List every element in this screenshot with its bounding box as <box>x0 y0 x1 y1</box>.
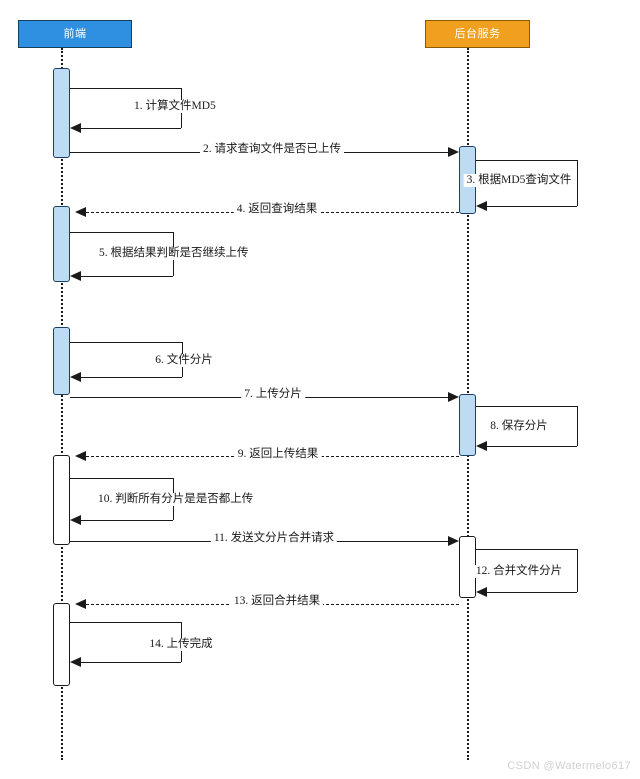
message-3-line-side <box>577 160 578 206</box>
message-12-label: 12. 合并文件分片 <box>472 565 566 579</box>
message-3-line-top <box>476 160 577 161</box>
message-14-line-top <box>70 622 181 623</box>
message-5-line-bottom <box>81 276 173 277</box>
message-7-arrowhead <box>448 392 459 402</box>
participant-frontend-label: 前端 <box>63 27 87 40</box>
message-1-label: 1. 计算文件MD5 <box>131 100 219 114</box>
message-10-label: 10. 判断所有分片是是否都上传 <box>95 493 257 507</box>
activation-bar <box>53 455 70 545</box>
message-8-line-side <box>577 406 578 446</box>
message-9-arrowhead <box>75 451 86 461</box>
activation-bar <box>53 206 70 282</box>
message-11-arrowhead <box>448 536 459 546</box>
activation-bar <box>53 327 70 395</box>
message-10-line-bottom <box>81 520 173 521</box>
participant-backend-label: 后台服务 <box>454 27 501 40</box>
watermark: CSDN @Watermelo617 <box>507 760 631 772</box>
message-9-label: 9. 返回上传结果 <box>234 448 322 462</box>
activation-bar <box>53 603 70 686</box>
message-6-line-bottom <box>81 377 182 378</box>
message-8-line-top <box>476 406 577 407</box>
message-6-line-top <box>70 342 182 343</box>
message-3-label: 3. 根据MD5查询文件 <box>463 174 575 188</box>
message-11-label: 11. 发送文分片合并请求 <box>210 532 338 546</box>
message-8-label: 8. 保存分片 <box>487 420 551 434</box>
message-10-arrowhead <box>70 515 81 525</box>
participant-backend[interactable]: 后台服务 <box>425 20 530 48</box>
message-12-line-side <box>577 549 578 592</box>
message-14-arrowhead <box>70 657 81 667</box>
message-13-arrowhead <box>75 599 86 609</box>
activation-bar <box>53 68 70 158</box>
activation-bar <box>459 394 476 456</box>
message-2-label: 2. 请求查询文件是否已上传 <box>200 143 344 157</box>
message-6-label: 6. 文件分片 <box>152 354 216 368</box>
message-3-line-bottom <box>487 206 577 207</box>
message-5-arrowhead <box>70 271 81 281</box>
message-1-line-bottom <box>81 128 181 129</box>
message-8-arrowhead <box>476 441 487 451</box>
message-12-line-top <box>476 549 577 550</box>
message-5-label: 5. 根据结果判断是否继续上传 <box>96 247 252 261</box>
message-4-label: 4. 返回查询结果 <box>233 203 321 217</box>
message-6-arrowhead <box>70 372 81 382</box>
message-3-arrowhead <box>476 201 487 211</box>
message-5-line-top <box>70 232 173 233</box>
message-10-line-top <box>70 478 173 479</box>
message-12-arrowhead <box>476 587 487 597</box>
message-2-arrowhead <box>448 147 459 157</box>
message-8-line-bottom <box>487 446 577 447</box>
message-14-line-bottom <box>81 662 181 663</box>
message-12-line-bottom <box>487 592 577 593</box>
participant-frontend[interactable]: 前端 <box>18 20 132 48</box>
message-4-arrowhead <box>75 207 86 217</box>
message-7-label: 7. 上传分片 <box>241 388 305 402</box>
message-1-line-top <box>70 88 181 89</box>
lifeline-frontend <box>61 48 63 760</box>
message-14-label: 14. 上传完成 <box>146 638 216 652</box>
message-1-arrowhead <box>70 123 81 133</box>
message-13-label: 13. 返回合并结果 <box>230 595 324 609</box>
